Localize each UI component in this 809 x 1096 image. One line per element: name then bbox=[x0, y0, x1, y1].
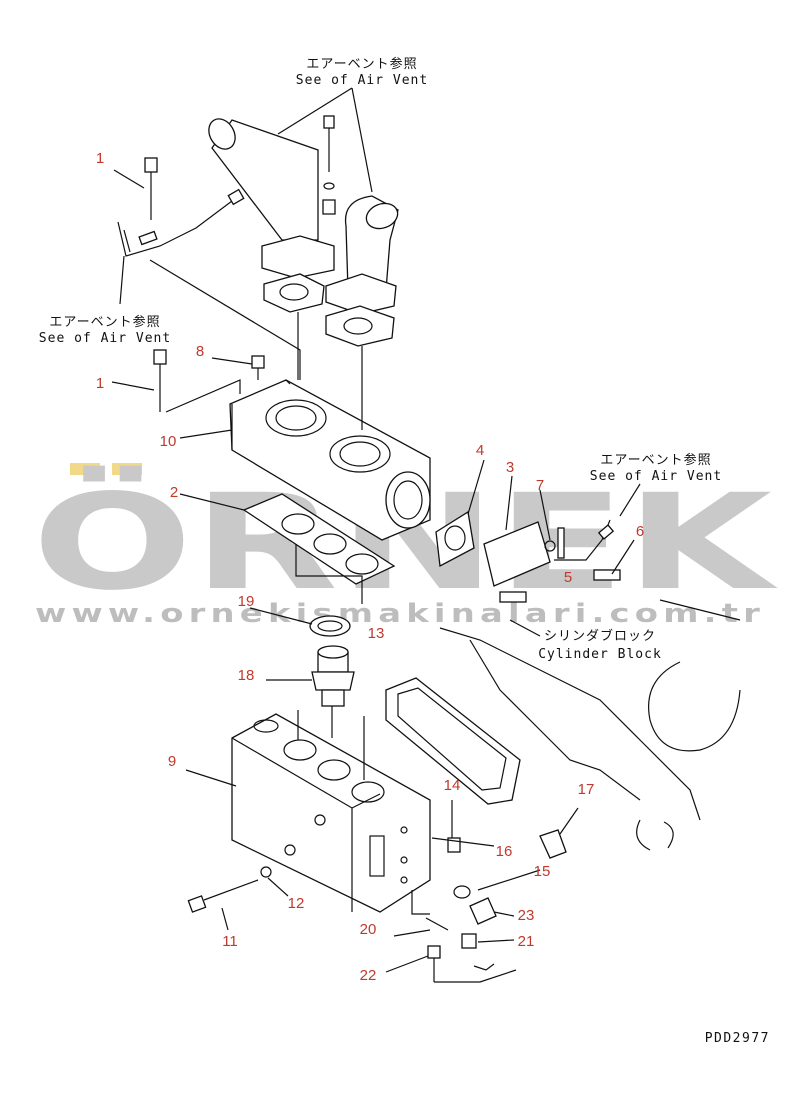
callout-4: 4 bbox=[476, 442, 484, 459]
watermark-umlaut-right bbox=[112, 463, 142, 475]
callout-5: 5 bbox=[564, 569, 572, 586]
callout-20: 20 bbox=[360, 921, 377, 938]
callout-17: 17 bbox=[578, 781, 595, 798]
watermark-url: www.ornekismakinalari.com.tr bbox=[35, 599, 765, 629]
callout-11: 11 bbox=[222, 933, 238, 950]
water-pump-body bbox=[231, 713, 431, 913]
ref-top-en: See of Air Vent bbox=[296, 73, 428, 88]
thermostat-18 bbox=[311, 645, 355, 707]
callout-18: 18 bbox=[238, 667, 255, 684]
bolt-11 bbox=[187, 866, 272, 913]
callout-2: 2 bbox=[170, 484, 178, 501]
callout-7: 7 bbox=[536, 477, 544, 494]
callout-22: 22 bbox=[360, 967, 377, 984]
part-callouts: 1 1 2 3 4 5 6 7 8 9 10 11 12 13 14 15 16… bbox=[96, 150, 644, 984]
bolt-top bbox=[322, 115, 336, 215]
water-manifold bbox=[229, 379, 431, 541]
callout-21: 21 bbox=[518, 933, 535, 950]
callout-1a: 1 bbox=[96, 150, 104, 167]
seal-ring-19 bbox=[309, 615, 351, 637]
ref-block-jp: シリンダブロック bbox=[544, 628, 656, 644]
callout-3: 3 bbox=[506, 459, 514, 476]
callout-1b: 1 bbox=[96, 375, 104, 392]
bolt-1-mid bbox=[153, 349, 167, 412]
callout-10: 10 bbox=[160, 433, 177, 450]
plugs-and-fittings bbox=[425, 829, 567, 982]
reference-air-vent-right: エアーベント参照 See of Air Vent bbox=[590, 452, 722, 484]
gasket-plate-4 bbox=[435, 510, 475, 568]
callout-15: 15 bbox=[534, 863, 551, 880]
callout-8: 8 bbox=[196, 343, 204, 360]
air-vent-pipe bbox=[117, 188, 245, 257]
ref-block-en: Cylinder Block bbox=[538, 647, 662, 662]
callout-6: 6 bbox=[636, 523, 644, 540]
callout-9: 9 bbox=[168, 753, 176, 770]
leader-lines bbox=[111, 87, 641, 983]
manifold-gasket bbox=[242, 493, 396, 585]
watermark-umlaut-left bbox=[70, 463, 100, 475]
cover-plate-3 bbox=[483, 521, 551, 587]
drawing-code: PDD2977 bbox=[705, 1031, 770, 1046]
reference-air-vent-left: エアーベント参照 See of Air Vent bbox=[39, 314, 171, 346]
ref-right-en: See of Air Vent bbox=[590, 469, 722, 484]
callout-23: 23 bbox=[518, 907, 535, 924]
ref-top-jp: エアーベント参照 bbox=[306, 56, 417, 72]
gasket-13 bbox=[385, 677, 521, 805]
reference-cylinder-block: シリンダブロック Cylinder Block bbox=[538, 628, 662, 662]
small-parts-5-6-7 bbox=[499, 519, 621, 603]
elbow-pipe-left bbox=[208, 118, 335, 313]
cylinder-block-outline bbox=[439, 599, 741, 851]
ref-right-jp: エアーベント参照 bbox=[600, 452, 711, 468]
ref-left-jp: エアーベント参照 bbox=[49, 314, 160, 330]
bolt-8 bbox=[251, 355, 265, 380]
reference-air-vent-top: エアーベント参照 See of Air Vent bbox=[296, 56, 428, 88]
callout-13: 13 bbox=[368, 625, 385, 642]
elbow-pipe-right bbox=[325, 195, 399, 347]
callout-12: 12 bbox=[288, 895, 305, 912]
ref-left-en: See of Air Vent bbox=[39, 331, 171, 346]
callout-19: 19 bbox=[238, 593, 255, 610]
bolt-1-top bbox=[144, 157, 158, 220]
callout-16: 16 bbox=[496, 843, 513, 860]
callout-14: 14 bbox=[444, 777, 461, 794]
